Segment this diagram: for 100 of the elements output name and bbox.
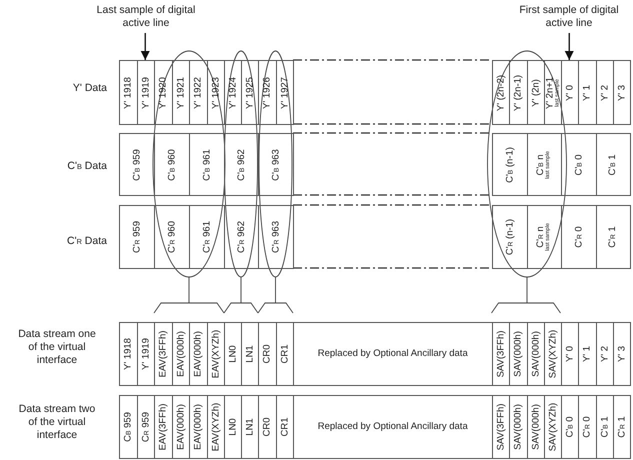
row-label: Y' Data [72, 82, 107, 96]
data-cell [189, 205, 225, 269]
data-cell [276, 322, 294, 386]
data-cell [154, 60, 172, 125]
cell-text: Y' 1927 [280, 76, 290, 108]
data-cell [544, 322, 562, 386]
cell-text: Y' 1926 [262, 76, 272, 108]
cell-text: Replaced by Optional Ancillary data [318, 349, 468, 359]
cell-text: Y' 1925 [245, 76, 255, 108]
data-cell [154, 322, 172, 386]
cell-text: SAV(XYZh) [548, 330, 558, 378]
cell-text: Y' 1919 [140, 338, 151, 370]
cell-text: Y' 1918 [123, 338, 134, 370]
row-label: Data stream two of the virtual interface [18, 403, 96, 442]
cell-text: SAV(000h) [530, 331, 540, 377]
cell-text: Y' 1923 [210, 76, 221, 108]
data-cell [119, 133, 155, 196]
data-cell [596, 133, 631, 196]
cell-text: Y' 1918 [123, 76, 134, 108]
data-cell [492, 60, 510, 125]
cell-text: Y' 1921 [176, 76, 186, 108]
cell-text: SAV(000h) [513, 404, 524, 450]
data-cell [224, 395, 242, 459]
data-cell [136, 60, 155, 125]
data-cell [612, 60, 631, 125]
data-cell [293, 395, 492, 459]
cell-text: EAV(000h) [193, 404, 204, 450]
data-cell [224, 60, 242, 125]
data-cell [526, 322, 544, 386]
data-cell [258, 395, 276, 459]
data-cell [560, 60, 579, 125]
data-cell [172, 60, 190, 125]
data-cell [276, 60, 294, 125]
data-cell [596, 205, 631, 269]
data-cell [526, 395, 544, 459]
data-cell [544, 60, 562, 125]
cell-text: Y' 0 [564, 346, 575, 362]
cell-text: Y' 0 [564, 84, 575, 101]
data-cell [224, 205, 259, 269]
data-cell [189, 133, 225, 196]
cell-text: Y' 3 [616, 84, 627, 101]
data-cell [258, 205, 294, 269]
cell-text: LN1 [245, 345, 255, 363]
cell-text: EAV(XYZh) [210, 402, 221, 452]
data-cell [612, 322, 631, 386]
data-cell [293, 322, 492, 386]
data-cell [509, 322, 528, 386]
cell-text: EAV(000h) [193, 331, 204, 377]
data-cell [578, 60, 596, 125]
data-cell [241, 395, 259, 459]
data-cell [492, 133, 528, 196]
cell-text: Y' 1 [582, 346, 592, 362]
data-cell [224, 322, 242, 386]
data-cell [172, 322, 190, 386]
data-cell [224, 133, 259, 196]
data-cell [206, 322, 225, 386]
data-cell [189, 395, 208, 459]
data-cell [578, 322, 596, 386]
data-cell [258, 60, 276, 125]
data-cell [172, 395, 190, 459]
data-cell [189, 322, 208, 386]
cell-text: Y' 1 [582, 84, 592, 101]
cell-text: EAV(3FFh) [158, 404, 168, 450]
cell-text: SAV(3FFh) [496, 404, 506, 450]
data-cell [119, 60, 138, 125]
cell-text: EAV(000h) [176, 404, 186, 450]
data-cell [119, 205, 155, 269]
cell-text: LN1 [245, 418, 255, 436]
cell-text: SAV(3FFh) [496, 330, 506, 378]
data-cell [560, 133, 596, 196]
cell-text: EAV(XYZh) [210, 330, 221, 378]
cell-text: Y' 2n+1 [544, 76, 555, 109]
data-cell [509, 60, 528, 125]
annotation-text: Last sample of digital active line [96, 4, 196, 30]
data-cell [596, 395, 614, 459]
row-label: Data stream one of the virtual interface [17, 328, 97, 368]
data-cell [560, 205, 596, 269]
data-cell [578, 395, 596, 459]
cell-text: Y' 1919 [140, 76, 151, 108]
data-cell [154, 205, 190, 269]
data-cell [612, 395, 631, 459]
arrow [140, 33, 150, 60]
data-cell [258, 322, 276, 386]
data-cell [276, 395, 294, 459]
data-cell [241, 322, 259, 386]
data-cell [492, 322, 510, 386]
cell-text: EAV(3FFh) [158, 330, 168, 378]
cell-text: CR0 [262, 418, 272, 437]
data-cell [492, 395, 510, 459]
data-cell [492, 205, 528, 269]
data-cell [526, 60, 544, 125]
cell-text: Y' (2n-1) [513, 74, 524, 111]
cell-text: SAV(000h) [513, 331, 524, 377]
cell-text: LN0 [228, 418, 238, 436]
data-cell [526, 205, 562, 269]
cell-text: CR0 [262, 344, 272, 364]
data-cell [189, 60, 208, 125]
cell-text: CR1 [280, 418, 290, 437]
data-cell [119, 322, 138, 386]
cell-text: SAV(XYZh) [548, 402, 558, 452]
